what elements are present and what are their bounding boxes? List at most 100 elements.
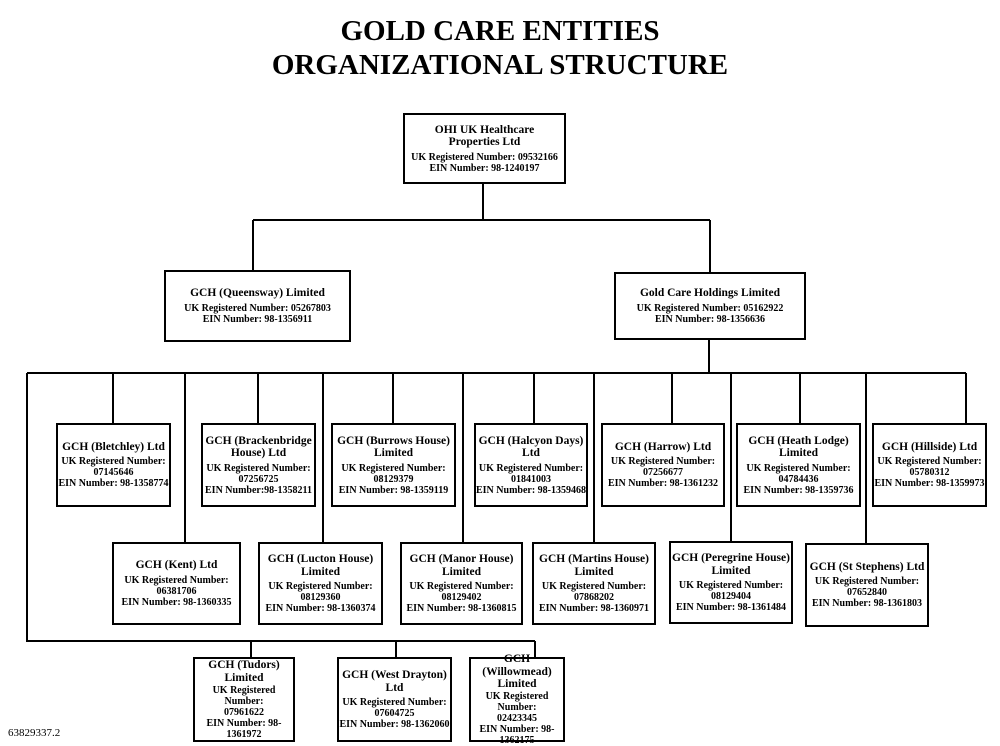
ein-number: EIN Number: 98-1360374 — [265, 603, 376, 614]
ein-number: EIN Number: 98-1356911 — [202, 313, 313, 325]
registered-number-label: UK Registered Number: — [61, 456, 166, 468]
entity-name: Gold Care Holdings Limited — [639, 287, 781, 300]
registered-number: 07652840 — [847, 587, 887, 599]
entity-name: Limited — [574, 565, 614, 578]
entity-name: GCH (Harrow) Ltd — [614, 440, 712, 453]
registered-number: 07868202 — [574, 592, 614, 603]
registered-number: 04784436 — [778, 473, 819, 485]
registered-number-label: UK Registered Number: — [485, 690, 549, 713]
entity-name: Limited — [497, 678, 537, 691]
entity-name: Properties Ltd — [448, 136, 521, 148]
ein-number: EIN Number: 98-1361232 — [608, 478, 718, 490]
entity-name: GCH (Peregrine House) — [672, 552, 790, 564]
registered-number-label: UK Registered Number: — [124, 574, 229, 586]
entity-box-kent: GCH (Kent) Ltd UK Registered Number:06381… — [112, 542, 241, 625]
entity-name: Limited — [779, 447, 818, 459]
registered-number: 07256677 — [643, 467, 683, 479]
registered-number: 07604725 — [374, 708, 415, 719]
entity-name: Ltd — [522, 447, 540, 459]
entity-box-westdrayton: GCH (West Drayton)Ltd UK Registered Numbe… — [337, 657, 452, 742]
entity-name: Ltd — [385, 681, 404, 694]
entity-name: GCH (Willowmead) — [482, 653, 552, 678]
entity-name: GCH (Manor House) — [409, 553, 514, 565]
ein-number: EIN Number: 98-1358774 — [58, 478, 169, 490]
ein-number: EIN Number: 98-1360971 — [539, 603, 649, 614]
entity-name: House) Ltd — [230, 447, 287, 459]
connector-upper-row-drops — [112, 373, 967, 423]
connector-goldcare-bus — [27, 340, 966, 374]
ein-number: EIN Number: 98-1359119 — [338, 484, 449, 496]
registered-number-label: UK Registered Number: — [746, 462, 851, 474]
registered-number-label: UK Registered Number: — [541, 581, 647, 592]
chart-title-line-2: ORGANIZATIONAL STRUCTURE — [271, 49, 729, 81]
registered-number-label: UK Registered Number: — [212, 685, 276, 707]
entity-box-bletchley: GCH (Bletchley) Ltd UK Registered Number:… — [56, 423, 171, 507]
registered-number: 08129360 — [300, 592, 341, 603]
entity-name: GCH (Bletchley) Ltd — [62, 440, 165, 453]
registered-number-label: UK Registered Number: — [341, 462, 446, 474]
entity-name: GCH (Queensway) Limited — [190, 287, 325, 300]
registered-number-label: UK Registered Number: — [206, 462, 311, 474]
connector-lower-row-drops — [184, 373, 867, 543]
connector-ohi-to-subsidiaries — [252, 184, 711, 272]
registered-number-label: UK Registered Number: — [678, 580, 784, 591]
entity-box-peregrine: GCH (Peregrine House)Limited UK Registere… — [669, 541, 793, 624]
registered-number-label: UK Registered Number: — [409, 581, 514, 592]
registered-number-label: UK Registered Number: — [478, 462, 584, 474]
ein-number: EIN Number:98-1358211 — [205, 484, 312, 496]
ein-number: EIN Number: 98-1361972 — [206, 718, 282, 740]
registered-number: UK Registered Number: 09532166 — [411, 151, 558, 163]
registered-number: 07961622 — [224, 707, 264, 718]
registered-number: UK Registered Number: 05267803 — [184, 302, 331, 314]
ein-number: EIN Number: 98-1359468 — [476, 484, 586, 496]
registered-number: 08129379 — [373, 473, 414, 485]
registered-number-label: UK Registered Number: — [814, 576, 920, 588]
entity-name: GCH (Martins House) — [539, 553, 649, 565]
registered-number: 07145646 — [93, 467, 134, 479]
registered-number: 08129404 — [711, 591, 751, 602]
entity-box-lucton: GCH (Lucton House)Limited UK Registered N… — [258, 542, 383, 625]
chart-title-line-1: GOLD CARE ENTITIES — [340, 15, 660, 47]
registered-number-label: UK Registered Number: — [877, 456, 982, 468]
entity-name: GCH (Tudors) Limited — [208, 659, 280, 684]
ein-number: EIN Number: 98-1360815 — [406, 603, 517, 614]
registered-number-label: UK Registered Number: — [268, 581, 373, 592]
ein-number: EIN Number: 98-1361803 — [812, 598, 922, 610]
entity-name: Limited — [374, 447, 413, 459]
entity-name: GCH (St Stephens) Ltd — [809, 560, 925, 573]
entity-box-martins: GCH (Martins House)Limited UK Registered … — [532, 542, 656, 625]
registered-number: 06381706 — [156, 585, 197, 597]
ein-number: EIN Number: 98-1361484 — [676, 602, 786, 613]
ein-number: EIN Number: 98-1356636 — [655, 313, 765, 325]
entity-box-burrows: GCH (Burrows House)Limited UK Registered … — [331, 423, 456, 507]
registered-number-label: UK Registered Number: — [610, 456, 716, 468]
entity-name: Limited — [442, 565, 481, 578]
entity-box-ststephens: GCH (St Stephens) Ltd UK Registered Numbe… — [805, 543, 929, 627]
entity-box-queensway: GCH (Queensway) Limited UK Registered Num… — [164, 270, 351, 342]
entity-name: GCH (Kent) Ltd — [135, 559, 218, 572]
entity-box-manor: GCH (Manor House)Limited UK Registered Nu… — [400, 542, 523, 625]
ein-number: EIN Number: 98-1360335 — [121, 596, 232, 608]
connector-bottom-row-bus — [26, 373, 536, 657]
entity-name: GCH (Hillside) Ltd — [881, 440, 978, 453]
registered-number: 01841003 — [511, 473, 551, 485]
ein-number: EIN Number: 98-1359973 — [874, 478, 985, 490]
entity-name: GCH (Burrows House) — [337, 434, 450, 447]
entity-name: GCH (Lucton House) — [267, 553, 374, 565]
registered-number: 02423345 — [497, 712, 537, 724]
ein-number: EIN Number: 98-1240197 — [429, 162, 540, 174]
ein-number: EIN Number: 98-1359736 — [743, 484, 854, 496]
entity-name: Limited — [711, 564, 751, 577]
entity-name: Limited — [301, 565, 340, 578]
entity-name: GCH (West Drayton) — [342, 669, 447, 681]
registered-number-label: UK Registered Number: — [342, 697, 447, 708]
